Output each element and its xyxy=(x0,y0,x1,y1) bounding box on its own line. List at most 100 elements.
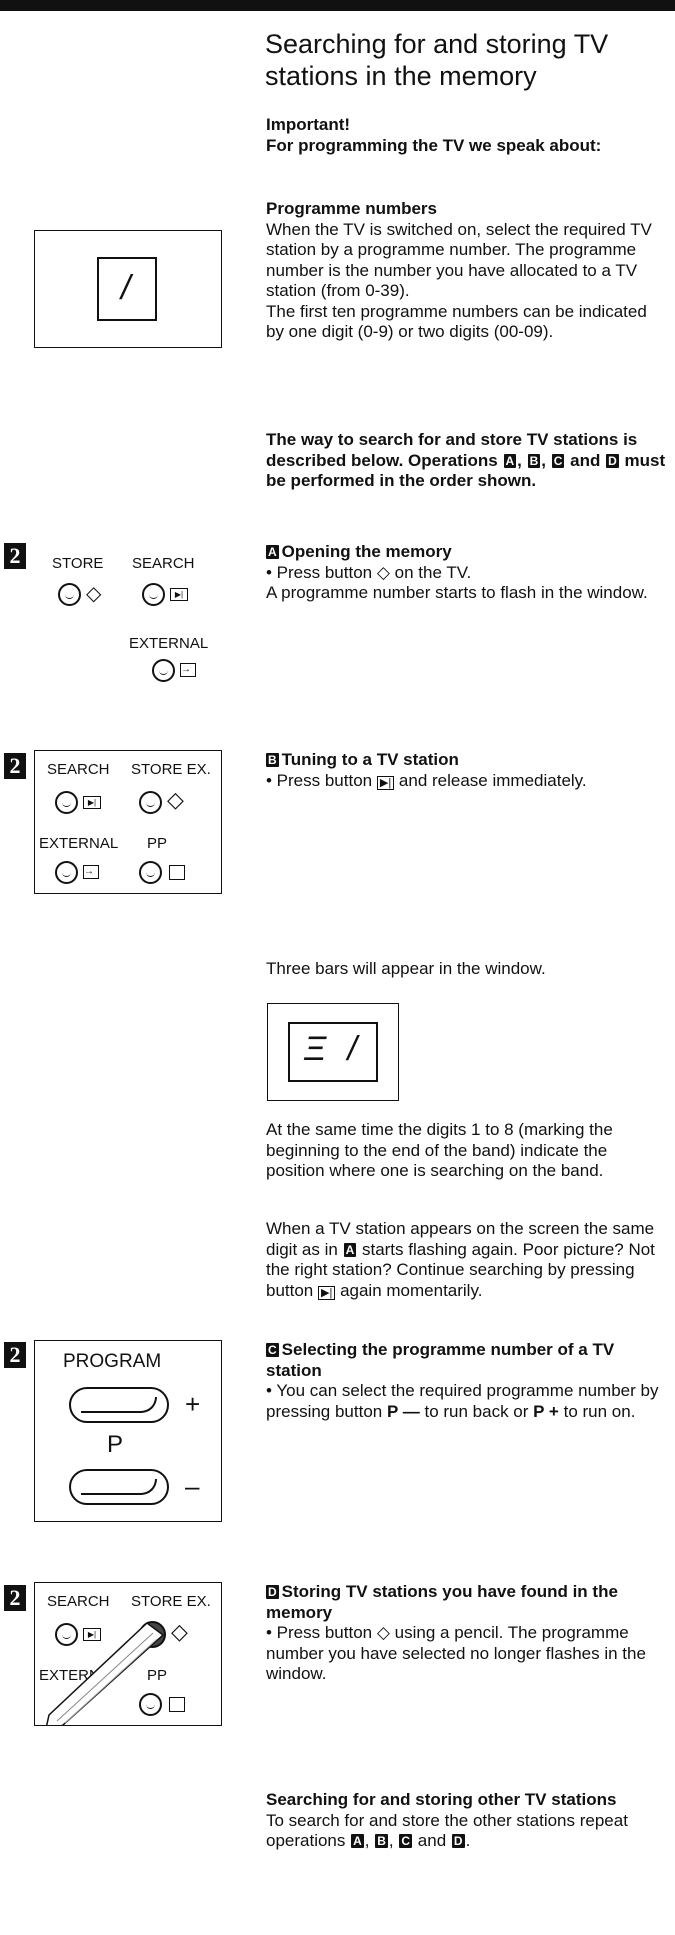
pencil-icon xyxy=(46,1622,165,1725)
program-plus-button[interactable] xyxy=(69,1387,169,1423)
step-c-mid: to run back or xyxy=(424,1401,529,1421)
key-b: B xyxy=(375,1834,388,1848)
search-icon: ▶| xyxy=(170,588,188,601)
store-button[interactable] xyxy=(58,583,81,606)
step-a-bullet-post: on the TV. xyxy=(394,562,472,582)
panel-a: STORE SEARCH ◇ ▶| EXTERNAL → xyxy=(34,543,220,685)
search-button[interactable] xyxy=(142,583,165,606)
step-badge-a: 2 xyxy=(4,543,26,569)
station-mid: starts flashing again. Poor picture? Not… xyxy=(266,1239,655,1300)
other-stations-heading: Searching for and storing other TV stati… xyxy=(266,1790,617,1809)
step-a-bullet: • Press button ◇ on the TV. xyxy=(266,563,666,584)
key-b: B xyxy=(266,753,279,767)
display-digits: Ξ / xyxy=(304,1030,363,1068)
external-label: EXTERNAL xyxy=(39,835,119,852)
search-icon: ▶| xyxy=(83,1628,101,1641)
search-icon: ▶| xyxy=(83,796,101,809)
key-a: A xyxy=(266,545,279,559)
search-label: SEARCH xyxy=(47,761,110,778)
store-diamond-icon: ◇ xyxy=(86,583,102,605)
intro-and: and xyxy=(570,450,601,470)
step-c-bullet: • You can select the required programme … xyxy=(266,1381,666,1422)
panel-b: SEARCH STORE EX. ▶| ◇ EXTERNAL PP → xyxy=(34,750,222,894)
key-a: A xyxy=(503,453,517,468)
digits-text: At the same time the digits 1 to 8 (mark… xyxy=(266,1120,613,1180)
step-a-text: A programme number starts to flash in th… xyxy=(266,583,648,602)
intro-part2: must be performed in the order shown. xyxy=(266,450,666,491)
step-a-bullet-pre: • Press button xyxy=(266,562,373,582)
search-button[interactable] xyxy=(55,1623,78,1646)
programme-numbers-text2: The first ten programme numbers can be i… xyxy=(266,301,647,342)
pp-label: PP xyxy=(147,1667,168,1684)
pp-button[interactable] xyxy=(139,1693,162,1716)
key-c: C xyxy=(399,1834,413,1848)
panel-c: PROGRAM + P – xyxy=(34,1340,222,1522)
pp-button[interactable] xyxy=(139,861,162,884)
step-b-bullet: • Press button ▶| and release immediatel… xyxy=(266,771,666,794)
step-b-heading: Tuning to a TV station xyxy=(281,750,459,769)
search-icon: ▶| xyxy=(376,775,395,790)
personal-preference-icon xyxy=(169,865,185,880)
diamond-icon: ◇ xyxy=(376,562,390,582)
program-label: PROGRAM xyxy=(63,1351,162,1372)
step-d-bullet-pre: • Press button xyxy=(266,1623,373,1642)
important-heading: Important! xyxy=(266,115,351,134)
programme-numbers-heading: Programme numbers xyxy=(266,199,437,218)
step-c-heading: Selecting the programme number of a TV s… xyxy=(266,1340,615,1380)
step-d-heading: Storing TV stations you have found in th… xyxy=(266,1582,618,1622)
programme-numbers-text1: When the TV is switched on, select the r… xyxy=(266,219,652,301)
other-stations-text: To search for and store the other statio… xyxy=(266,1810,628,1851)
programme-numbers-block: Programme numbers When the TV is switche… xyxy=(266,199,666,343)
search-label: SEARCH xyxy=(47,1593,110,1610)
program-minus-button[interactable] xyxy=(69,1469,169,1505)
store-ex-button[interactable] xyxy=(139,791,162,814)
external-label: EXTERNAL xyxy=(129,635,209,652)
key-a: A xyxy=(351,1834,364,1848)
search-button[interactable] xyxy=(55,791,78,814)
external-button[interactable] xyxy=(55,861,78,884)
store-ex-label: STORE EX. xyxy=(131,1593,211,1610)
personal-preference-icon xyxy=(169,1697,185,1712)
store-diamond-icon: ◇ xyxy=(167,787,184,812)
step-c-bullet-pre: • You can select the required programme … xyxy=(266,1381,659,1421)
step-b-bullet-pre: • Press button xyxy=(266,770,373,790)
step-badge-b: 2 xyxy=(4,753,26,779)
diamond-icon: ◇ xyxy=(376,1623,390,1642)
other-stations-block: Searching for and storing other TV stati… xyxy=(266,1790,666,1852)
p-plus-label: P + xyxy=(533,1401,559,1421)
store-ex-label: STORE EX. xyxy=(131,761,211,778)
other-text: To search for and store the other statio… xyxy=(266,1810,628,1851)
key-b: B xyxy=(527,453,541,468)
search-icon: ▶| xyxy=(318,1285,336,1300)
key-d: D xyxy=(606,453,619,468)
external-button[interactable] xyxy=(152,659,175,682)
pp-label: PP xyxy=(147,835,168,852)
external-label: EXTERN xyxy=(39,1667,100,1684)
p-minus-label: P — xyxy=(386,1401,420,1421)
step-badge-d: 2 xyxy=(4,1585,26,1611)
store-label: STORE xyxy=(52,555,104,572)
key-a: A xyxy=(343,1242,357,1257)
step-badge-c: 2 xyxy=(4,1342,26,1368)
intro-text: The way to search for and store TV stati… xyxy=(266,430,666,491)
key-c: C xyxy=(266,1343,279,1357)
top-rule xyxy=(0,0,675,11)
minus-sign: – xyxy=(185,1471,200,1501)
page-title: Searching for and storing TV stations in… xyxy=(265,29,609,91)
tv-display-2: Ξ / xyxy=(267,1003,399,1101)
station-pre: When a TV station appears on the screen … xyxy=(266,1219,655,1259)
step-c-end: to run on. xyxy=(563,1401,636,1421)
external-input-icon: → xyxy=(83,865,99,879)
station-text: When a TV station appears on the screen … xyxy=(266,1219,666,1303)
store-diamond-icon: ◇ xyxy=(171,1619,188,1644)
plus-sign: + xyxy=(185,1389,201,1419)
intro-part1: The way to search for and store TV stati… xyxy=(266,430,638,470)
external-input-icon: → xyxy=(180,663,196,677)
